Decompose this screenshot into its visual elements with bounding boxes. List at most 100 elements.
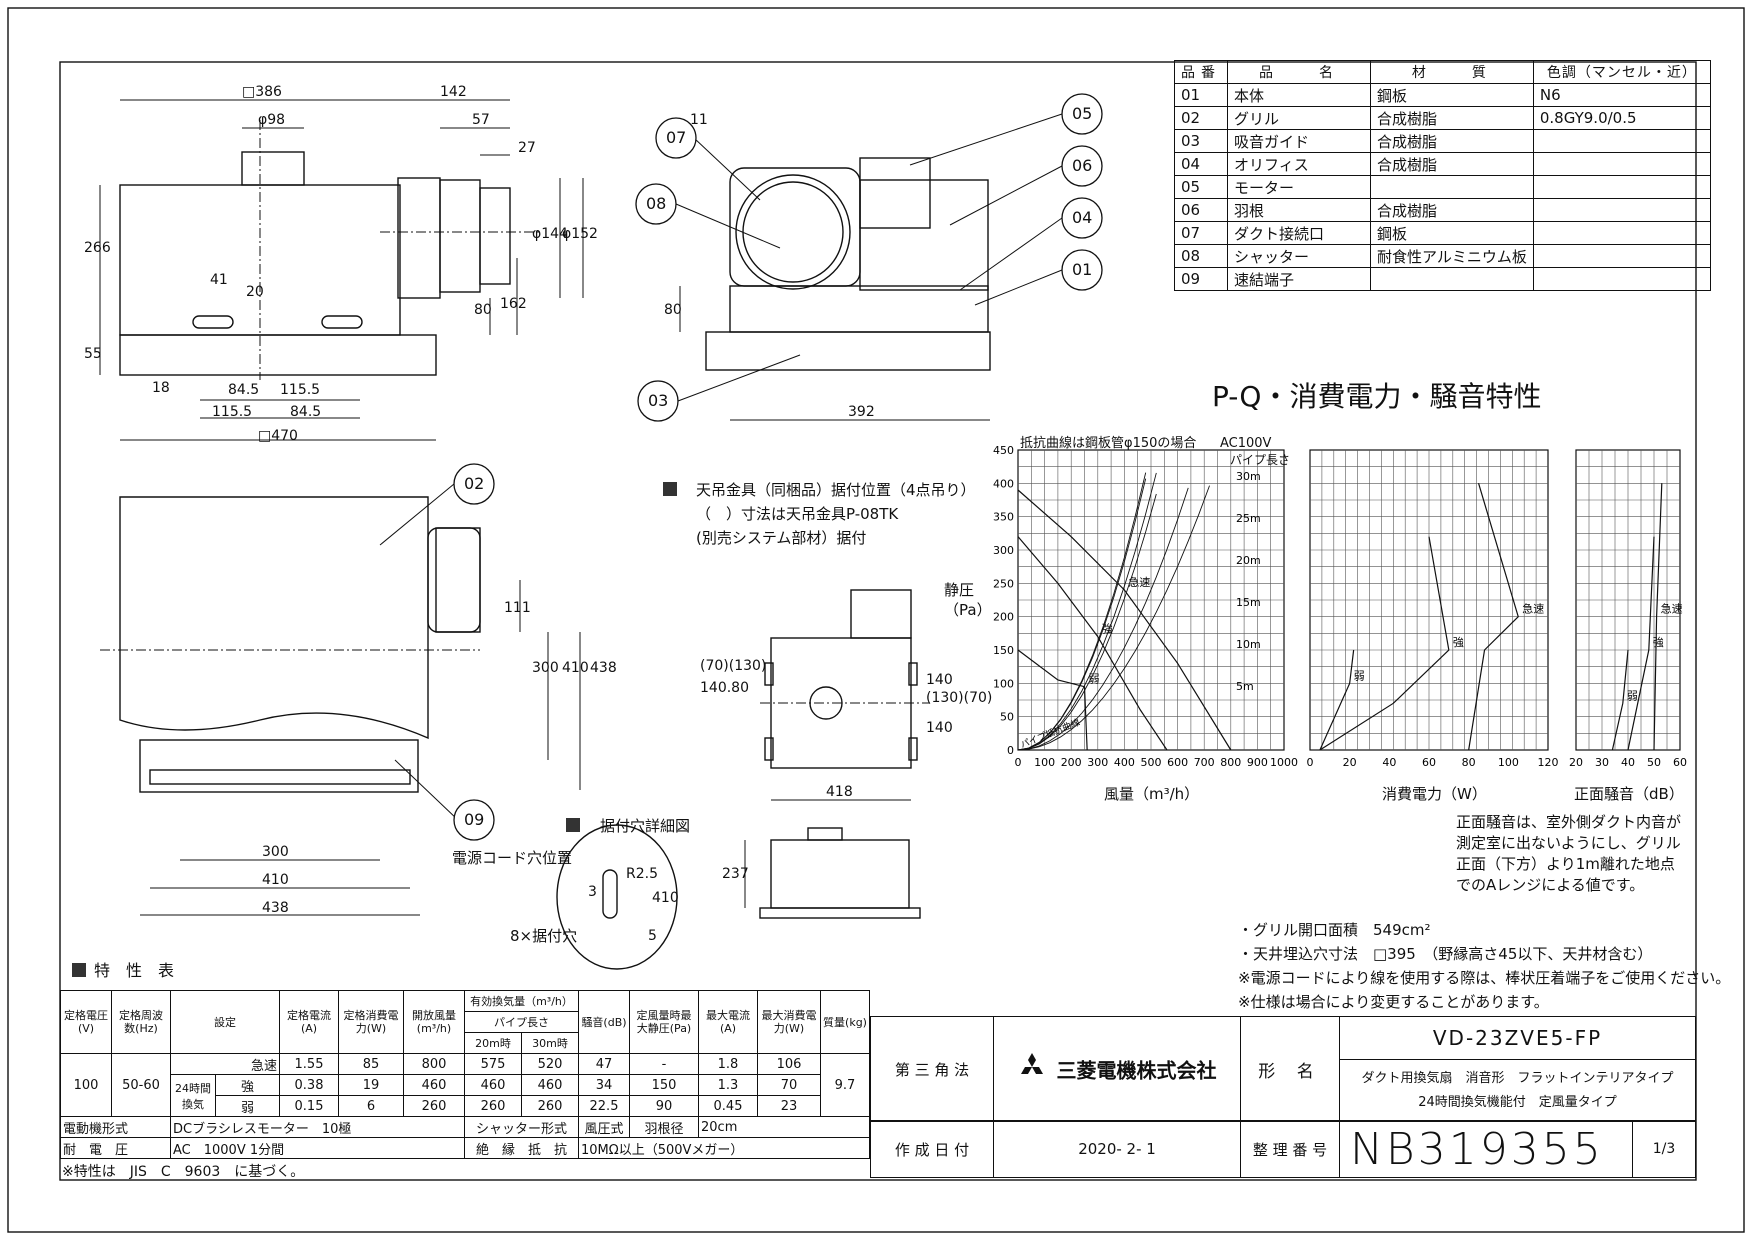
y-tick-label: 50 (1000, 711, 1014, 724)
pipe-resistance-curve (1017, 472, 1157, 751)
part-color (1532, 175, 1711, 199)
mount-note-1: 天吊金具（同梱品）据付位置（4点吊り） (696, 481, 976, 499)
pipe-length-label: 5m (1236, 680, 1254, 693)
date-label: 作 成 日 付 (870, 1120, 994, 1178)
chart-ylabel: 静圧（Pa） (944, 581, 992, 619)
spec-noise: 47 (578, 1053, 630, 1075)
hole-dim-r25: R2.5 (626, 866, 658, 882)
dim-410-h: 410 (262, 872, 289, 888)
noise-note-line: でのAレンジによる値です。 (1456, 876, 1645, 894)
spec-open: 800 (403, 1053, 465, 1075)
chart-voltage: AC100V (1220, 436, 1272, 451)
chart-title: P-Q・消費電力・騒音特性 (1212, 380, 1542, 413)
x-tick-label: 30 (1595, 756, 1609, 769)
spec-power: 6 (338, 1095, 404, 1117)
blade-label: 羽根径 (629, 1116, 699, 1138)
pipe-length-label: 30m (1236, 470, 1261, 483)
rated-frequency: 50-60 (111, 1053, 171, 1117)
spec-note: ※電源コードにより線を使用する際は、棒状圧着端子をご使用ください。 (1238, 969, 1731, 987)
title-block: 第 三 角 法 三菱電機株式会社 形 名 VD-23ZVE5-FP ダクト用換気… (870, 1016, 1696, 1122)
part-name: 本体 (1227, 83, 1371, 107)
x-tick-label: 600 (1167, 756, 1188, 769)
spec-p20: 575 (464, 1053, 522, 1075)
date-value: 2020- 2- 1 (993, 1120, 1241, 1178)
sheet-number: 1/3 (1632, 1120, 1696, 1178)
insulation-label: 絶 縁 抵 抗 (464, 1137, 579, 1159)
withstand-value: AC 1000V 1分間 (170, 1137, 465, 1159)
noise-note-line: 正面（下方）より1m離れた地点 (1456, 855, 1675, 873)
pipe-length-label: 10m (1236, 638, 1261, 651)
spec-note: ・グリル開口面積 549cm² (1238, 921, 1431, 939)
part-material: 鋼板 (1370, 83, 1534, 107)
dim-55: 55 (84, 346, 102, 362)
noise-note-line: 正面騒音は、室外側ダクト内音が (1456, 813, 1682, 831)
hole-dim-3: 3 (588, 884, 597, 900)
dim-300-v: 300 (532, 660, 559, 676)
company-name: 三菱電機株式会社 (1056, 1058, 1217, 1083)
company-cell: 三菱電機株式会社 (993, 1016, 1241, 1122)
part-material (1370, 175, 1534, 199)
x-tick-label: 400 (1114, 756, 1135, 769)
dim-142: 142 (440, 84, 467, 100)
series-line-power-1 (1319, 536, 1450, 751)
x-tick-label: 100 (1498, 756, 1519, 769)
part-name: モーター (1227, 175, 1371, 199)
y-tick-label: 0 (1007, 744, 1014, 757)
series-line-noise-1 (1627, 536, 1655, 751)
noise-note: 正面騒音は、室外側ダクト内音が 測定室に出ないようにし、グリル 正面（下方）より… (1456, 812, 1681, 896)
dim-438-h: 438 (262, 900, 289, 916)
spec-p20: 460 (464, 1074, 522, 1096)
dim-70-130-left: (70)(130) (700, 658, 767, 674)
spec-p30: 460 (521, 1074, 579, 1096)
insulation-value: 10MΩ以上（500Vメガー） (578, 1137, 870, 1159)
hole-dim-410: 410 (652, 890, 679, 906)
dim-300-h: 300 (262, 844, 289, 860)
dim-115-5-b: 115.5 (212, 404, 253, 420)
part-no: 01 (1174, 83, 1228, 107)
spec-h-maxa: 最大電流(A) (698, 990, 758, 1054)
spec-table: 定格電圧(V) 定格周波数(Hz) 設定 定格電流(A) 定格消費電力(W) 開… (60, 990, 870, 1159)
motor-label: 電動機形式 (60, 1116, 171, 1138)
y-tick-label: 350 (993, 511, 1014, 524)
y-tick-label: 150 (993, 644, 1014, 657)
motor-value: DCブラシレスモーター 10極 (170, 1116, 465, 1138)
x-tick-label: 40 (1382, 756, 1396, 769)
mass-value: 9.7 (820, 1053, 870, 1117)
series-label: 急速 (1522, 602, 1544, 616)
dim-162: 162 (500, 296, 527, 312)
spec-maxa: 1.8 (698, 1053, 758, 1075)
series-label: 弱 (1627, 689, 1638, 702)
part-no: 07 (1174, 221, 1228, 245)
pipe-resistance-curve (1017, 487, 1189, 751)
dim-111: 111 (504, 600, 531, 616)
pipe-resistance-curve (1017, 493, 1157, 751)
model-name: VD-23ZVE5-FP (1339, 1016, 1696, 1060)
noise-note-line: 測定室に出ないようにし、グリル (1456, 834, 1681, 852)
spec-current: 1.55 (279, 1053, 339, 1075)
part-color: N6 (1532, 83, 1711, 107)
part-no: 03 (1174, 129, 1228, 153)
part-color (1532, 129, 1711, 153)
x-tick-label: 0 (1307, 756, 1314, 769)
series-line-pq-0 (1017, 489, 1232, 751)
spec-h-current: 定格電流(A) (279, 990, 339, 1054)
spec-h-noise: 騒音(dB) (578, 990, 630, 1054)
part-material: 合成樹脂 (1370, 198, 1534, 222)
mode-label: 弱 (215, 1095, 280, 1117)
spec-maxw: 70 (757, 1074, 821, 1096)
part-material: 鋼板 (1370, 221, 1534, 245)
part-no: 09 (1174, 267, 1228, 291)
drawing-number: NB319355 (1339, 1120, 1633, 1178)
model-desc-2: 24時間換気機能付 定風量タイプ (1418, 1094, 1617, 1110)
series-label: 強 (1653, 636, 1664, 649)
part-name: 吸音ガイド (1227, 129, 1371, 153)
dim-84-5-a: 84.5 (228, 382, 260, 398)
dim-18: 18 (152, 380, 170, 396)
part-color (1532, 198, 1711, 222)
x-tick-label: 60 (1422, 756, 1436, 769)
x-tick-label: 800 (1220, 756, 1241, 769)
y-tick-label: 250 (993, 577, 1014, 590)
